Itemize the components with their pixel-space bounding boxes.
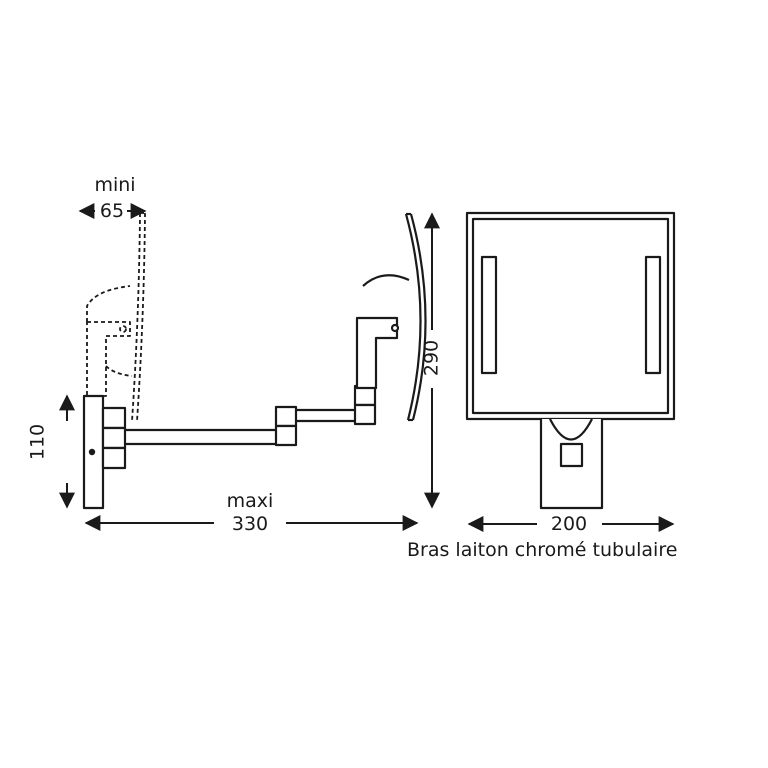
mirror-height-value: 290	[420, 339, 443, 377]
middle-joint	[274, 405, 298, 447]
tubular-arm	[125, 428, 276, 446]
caption: Bras laiton chromé tubulaire	[407, 539, 678, 561]
folded-position-outline	[86, 212, 146, 422]
front-bracket	[539, 418, 604, 510]
maxi-value: 330	[231, 513, 269, 535]
wall-plate-height-value: 110	[26, 423, 49, 461]
mirror-profile	[404, 212, 427, 422]
upper-arm	[296, 408, 356, 423]
top-joint	[353, 384, 377, 426]
mini-value: 65	[99, 200, 125, 222]
mirror-front-view	[465, 211, 676, 421]
wall-plate	[82, 394, 105, 510]
base-joint	[101, 406, 127, 470]
tilt-bracket	[355, 274, 410, 390]
maxi-label: maxi	[226, 490, 274, 512]
mini-label: mini	[94, 174, 136, 196]
mirror-width-value: 200	[550, 513, 588, 535]
dimension-lines	[59, 203, 675, 532]
